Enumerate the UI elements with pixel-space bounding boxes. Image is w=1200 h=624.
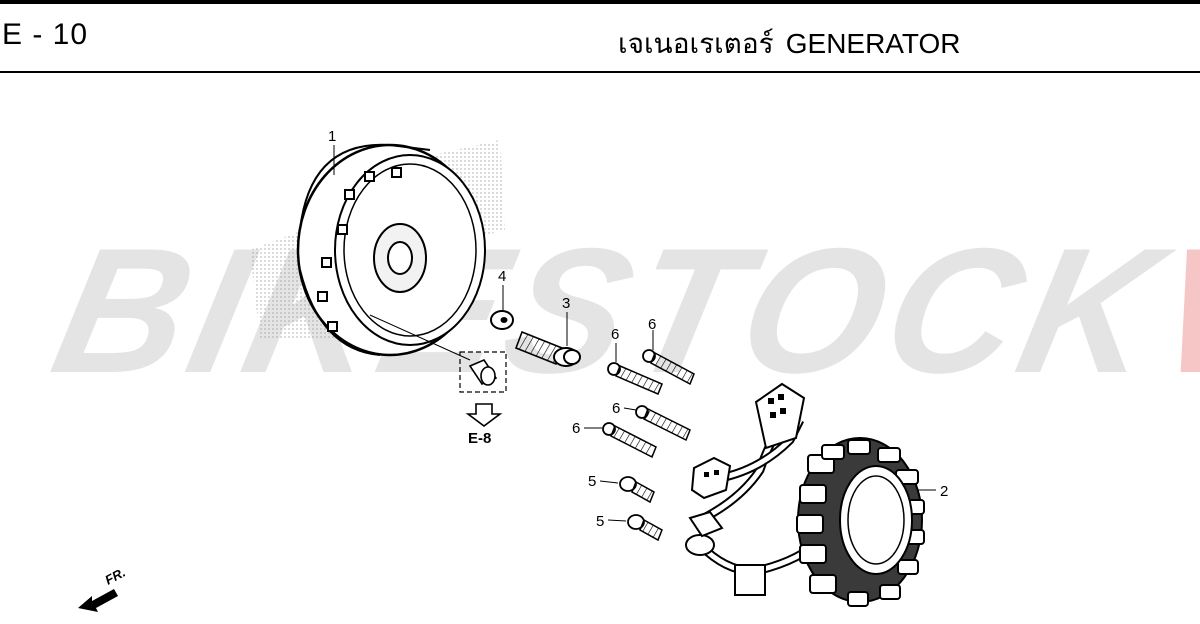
- top-border: [0, 0, 1200, 4]
- callout-5a: 5: [588, 473, 596, 490]
- stator-screw-1: [607, 362, 663, 395]
- callout-2: 2: [940, 483, 948, 500]
- socket-bolt-e8: [459, 351, 507, 393]
- callout-3: 3: [562, 295, 570, 312]
- title-thai: เจเนอเรเตอร์: [618, 28, 774, 59]
- clamp-bolt-1: [619, 476, 655, 504]
- page-title: เจเนอเรเตอร์ GENERATOR: [618, 22, 961, 66]
- stator-screw-2: [642, 349, 695, 386]
- leader-lines: [333, 145, 936, 522]
- callout-4: 4: [498, 268, 506, 285]
- callout-5b: 5: [596, 513, 604, 530]
- callout-6b: 6: [648, 316, 656, 333]
- flange-bolt: [514, 330, 581, 367]
- page-code: E - 10: [2, 18, 89, 51]
- clamp-bolt-2: [627, 514, 663, 542]
- connector-small: [690, 456, 732, 500]
- front-direction-label: FR.: [102, 565, 128, 588]
- flywheel-rotor: [250, 140, 505, 361]
- callout-6d: 6: [572, 420, 580, 437]
- stator-screw-4: [602, 422, 657, 459]
- callout-6c: 6: [612, 400, 620, 417]
- reference-label: E-8: [468, 430, 491, 447]
- callout-1: 1: [328, 128, 336, 145]
- front-direction-arrow: FR.: [78, 565, 128, 612]
- reference-arrow: [465, 403, 503, 427]
- header-divider: [0, 71, 1200, 73]
- connector-large: [754, 382, 806, 450]
- stator-screw-3: [635, 405, 691, 442]
- stator-assembly: [685, 382, 925, 607]
- callout-6a: 6: [611, 326, 619, 343]
- title-english: GENERATOR: [785, 28, 961, 59]
- washer: [490, 310, 514, 330]
